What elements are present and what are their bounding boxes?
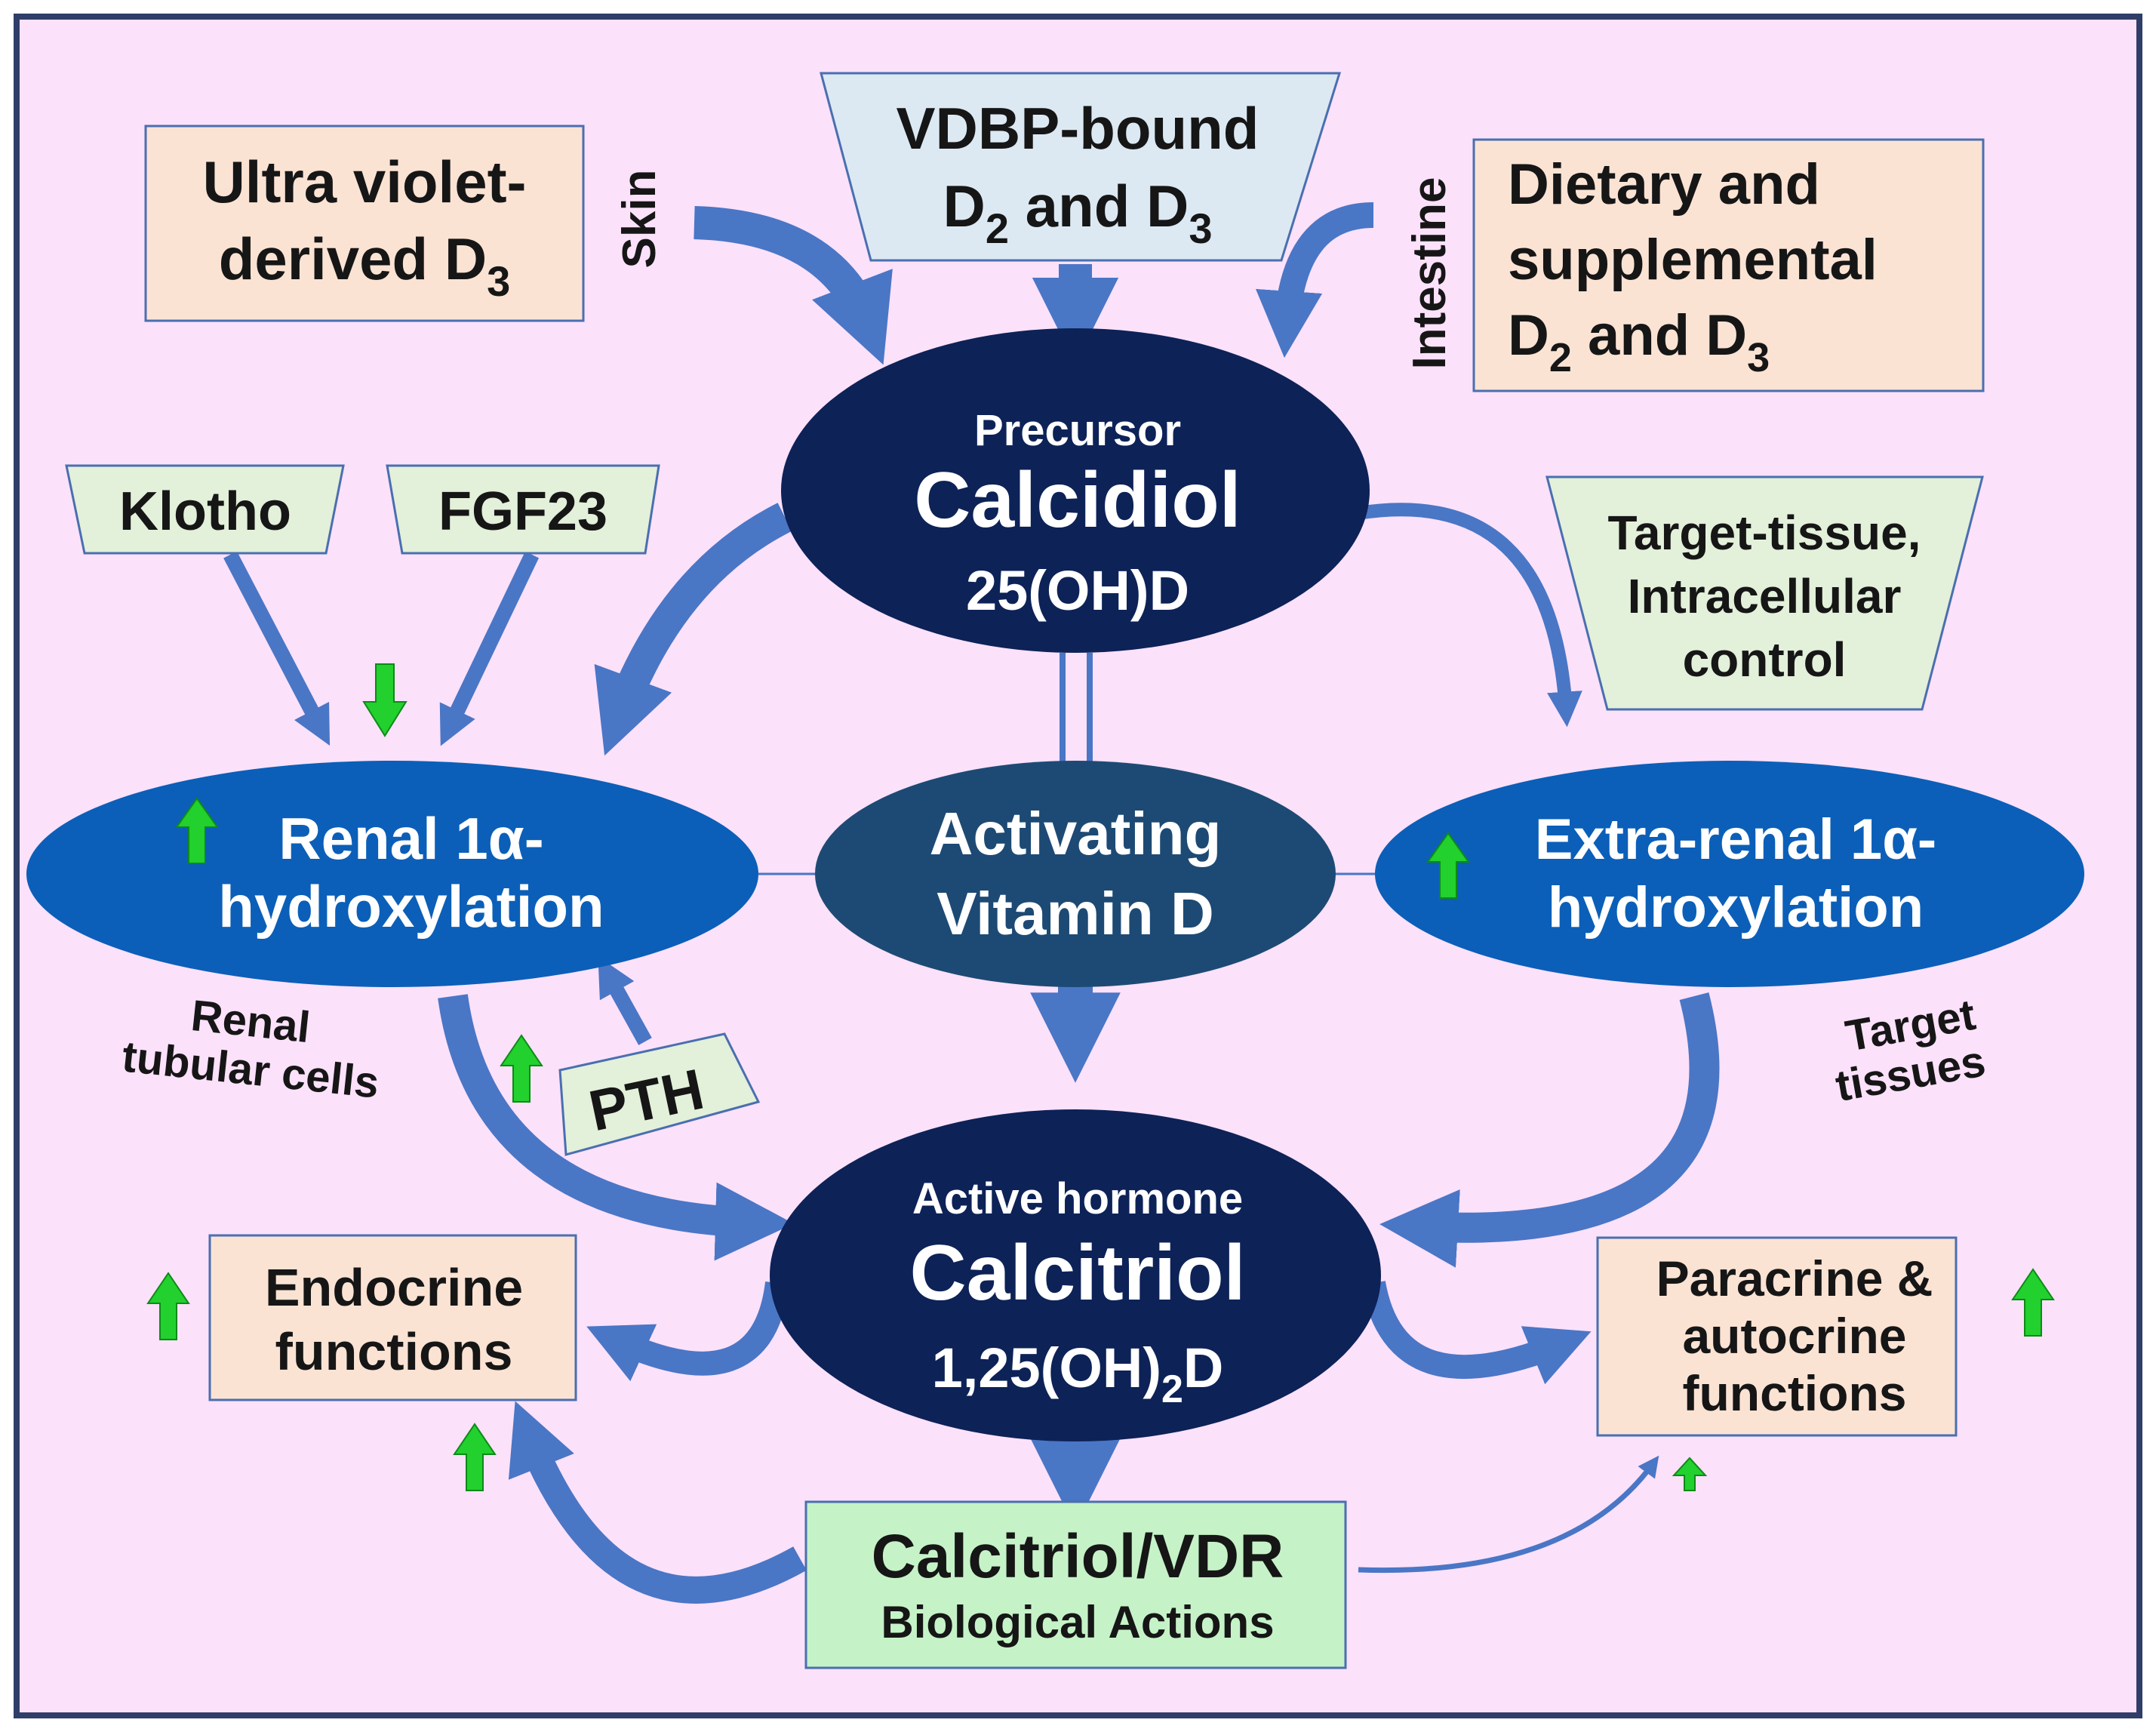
extrarenal-line1: Extra-renal 1α- bbox=[1535, 808, 1936, 872]
paracrine-line3: functions bbox=[1683, 1365, 1907, 1421]
vdr-line2: Biological Actions bbox=[881, 1597, 1274, 1647]
dietary-source-box bbox=[1472, 138, 1985, 392]
up-arrow-icon-renal bbox=[175, 797, 219, 864]
arrow-extrarenal-to-calcitriol bbox=[1379, 992, 1720, 1268]
up-arrow-icon-endocrine-below bbox=[453, 1423, 497, 1491]
vdbp-line2: D2 and D3 bbox=[943, 173, 1213, 252]
paracrine-line1: Paracrine & bbox=[1656, 1251, 1933, 1306]
extrarenal-oval bbox=[1375, 761, 2084, 987]
klotho-label: Klotho bbox=[119, 481, 291, 542]
calcidiol-formula: 25(OH)D bbox=[966, 559, 1189, 622]
target-tissue-line2: Intracellular bbox=[1628, 569, 1902, 623]
green-indicators bbox=[146, 663, 2055, 1491]
target-tissue-line1: Target-tissue, bbox=[1608, 506, 1921, 560]
calcitriol-name: Calcitriol bbox=[910, 1229, 1246, 1317]
up-arrow-icon-paracrine bbox=[2011, 1268, 2055, 1337]
uv-line1: Ultra violet- bbox=[202, 149, 526, 215]
arrow-vdr-to-endocrine bbox=[508, 1401, 807, 1604]
klotho-box bbox=[65, 464, 345, 555]
target-tissue-box bbox=[1545, 475, 1984, 711]
activating-oval bbox=[815, 761, 1336, 987]
uv-line2-text: derived D3 bbox=[219, 226, 511, 305]
arrow-calcitriol-to-endocrine bbox=[586, 1281, 789, 1382]
vdbp-box bbox=[820, 72, 1342, 262]
dietary-line2: supplemental bbox=[1508, 228, 1878, 292]
vdr-box bbox=[804, 1500, 1347, 1669]
arrow-renal-to-calcitriol bbox=[438, 994, 794, 1261]
active-caption: Active hormone bbox=[912, 1174, 1243, 1223]
up-arrow-icon-small bbox=[1672, 1457, 1708, 1491]
up-arrow-icon-endocrine bbox=[146, 1272, 190, 1340]
intestine-label: Intestine bbox=[1404, 177, 1456, 370]
arrow-calcidiol-to-extrarenal bbox=[1357, 503, 1582, 728]
pth-box bbox=[558, 1032, 761, 1156]
dietary-line3: D2 and D3 bbox=[1508, 303, 1770, 380]
skin-label: Skin bbox=[614, 170, 666, 269]
arrow-fgf23-to-renal bbox=[439, 551, 540, 746]
endocrine-line2: functions bbox=[275, 1322, 513, 1381]
arrow-calcidiol-to-renal bbox=[594, 503, 792, 756]
vdr-line1: Calcitriol/VDR bbox=[872, 1522, 1284, 1591]
arrow-intestine-to-calcidiol bbox=[1255, 202, 1374, 358]
arrow-pth-to-renal bbox=[598, 956, 652, 1045]
paracrine-line2: autocrine bbox=[1682, 1308, 1906, 1364]
fgf23-box bbox=[386, 464, 660, 555]
calcidiol-name: Calcidiol bbox=[914, 457, 1241, 544]
paracrine-box bbox=[1596, 1236, 1958, 1437]
arrow-skin-to-calcidiol bbox=[694, 206, 893, 365]
down-arrow-icon bbox=[362, 663, 408, 737]
fgf23-label: FGF23 bbox=[438, 481, 607, 542]
up-arrow-icon-pth bbox=[500, 1034, 543, 1103]
calcitriol-formula: 1,25(OH)2D bbox=[932, 1337, 1224, 1411]
activating-line1: Activating bbox=[930, 800, 1222, 867]
endocrine-line1: Endocrine bbox=[265, 1258, 523, 1317]
arrow-klotho-to-renal bbox=[223, 551, 331, 746]
vdbp-line1: VDBP-bound bbox=[897, 95, 1259, 162]
arrows bbox=[223, 202, 1720, 1604]
renal-line2: hydroxylation bbox=[218, 873, 604, 940]
target-tissue-line3: control bbox=[1683, 632, 1847, 687]
renal-line1: Renal 1α- bbox=[278, 805, 543, 872]
arrow-vdr-to-paracrine bbox=[1358, 1455, 1659, 1574]
calcidiol-oval bbox=[781, 328, 1370, 653]
precursor-caption: Precursor bbox=[974, 406, 1181, 455]
dietary-line1: Dietary and bbox=[1508, 152, 1820, 217]
calcitriol-oval bbox=[770, 1109, 1381, 1441]
extrarenal-line2: hydroxylation bbox=[1548, 875, 1924, 940]
svg-text:Ultra violet-: Ultra violet- bbox=[202, 149, 526, 215]
endocrine-box bbox=[208, 1234, 577, 1401]
uv-source-box bbox=[144, 125, 585, 322]
arrow-calcitriol-to-paracrine bbox=[1361, 1281, 1592, 1385]
up-arrow-icon-extrarenal bbox=[1426, 832, 1470, 899]
activating-line2: Vitamin D bbox=[937, 880, 1214, 947]
